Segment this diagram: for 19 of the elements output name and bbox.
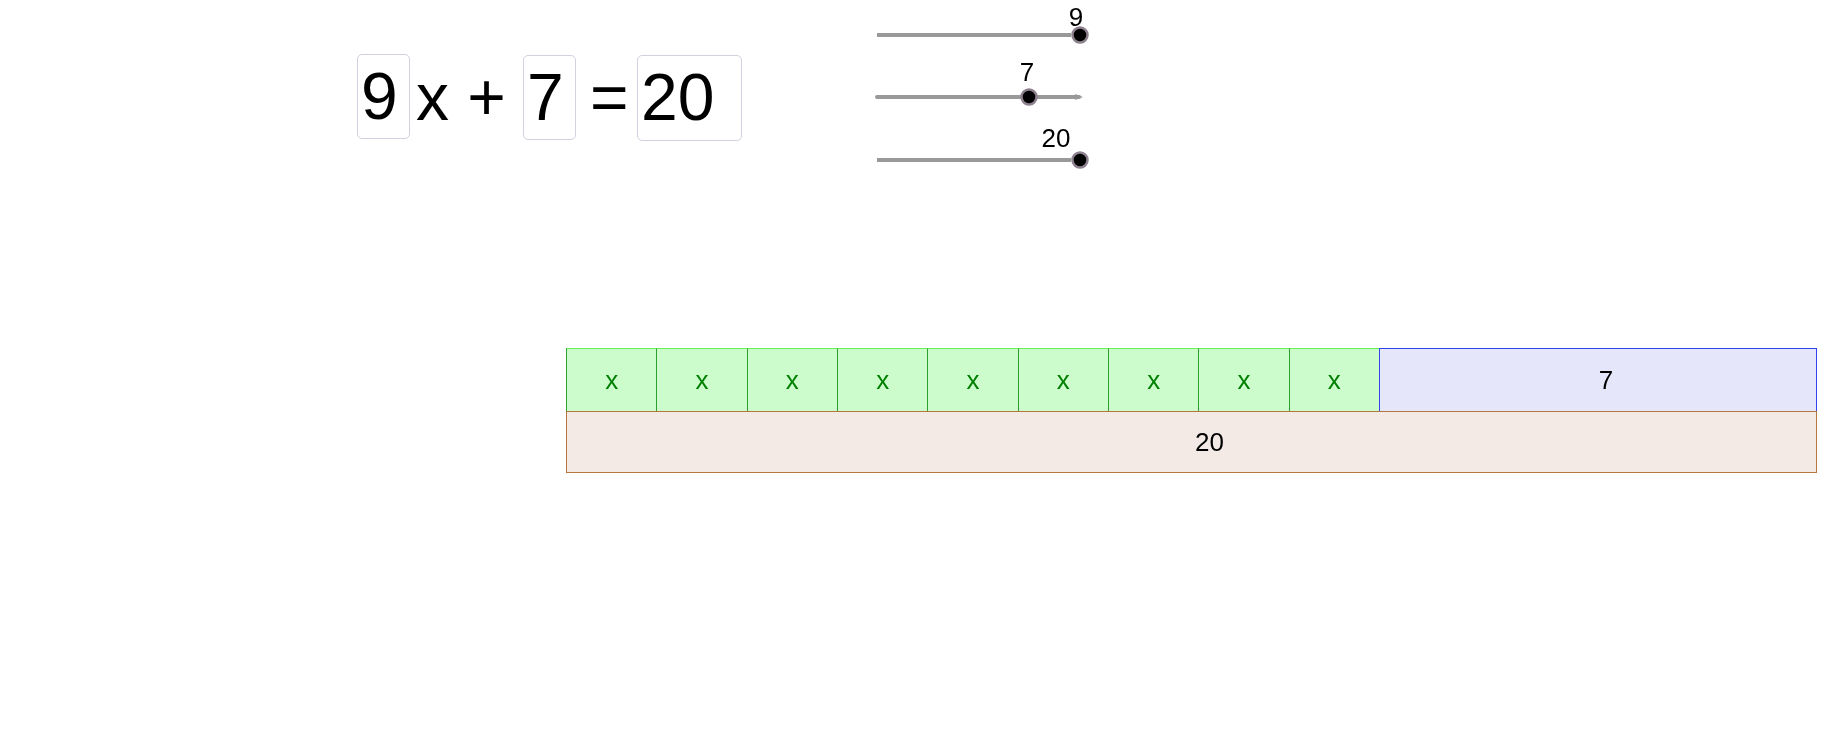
variable-tile: x: [1017, 348, 1109, 412]
number-input-field: 9: [357, 54, 410, 139]
variable-tile: x: [656, 348, 748, 412]
equation-term: x +: [416, 59, 506, 136]
total-bar: 20: [566, 411, 1817, 473]
variable-tile: x: [1108, 348, 1200, 412]
slider-value: 9: [1068, 4, 1084, 30]
variable-tile: x: [566, 348, 658, 412]
equals-sign: =: [590, 59, 629, 136]
variable-tile: x: [1198, 348, 1290, 412]
variable-tile: x: [837, 348, 929, 412]
slider-value: 20: [1041, 125, 1071, 151]
number-input-field: 7: [523, 55, 576, 140]
variable-tile: x: [1288, 348, 1380, 412]
variable-tile: x: [927, 348, 1019, 412]
variable-tile: x: [746, 348, 838, 412]
constant-tile: 7: [1379, 348, 1817, 412]
number-input-field: 20: [637, 55, 742, 141]
slider-value: 7: [1019, 59, 1035, 85]
